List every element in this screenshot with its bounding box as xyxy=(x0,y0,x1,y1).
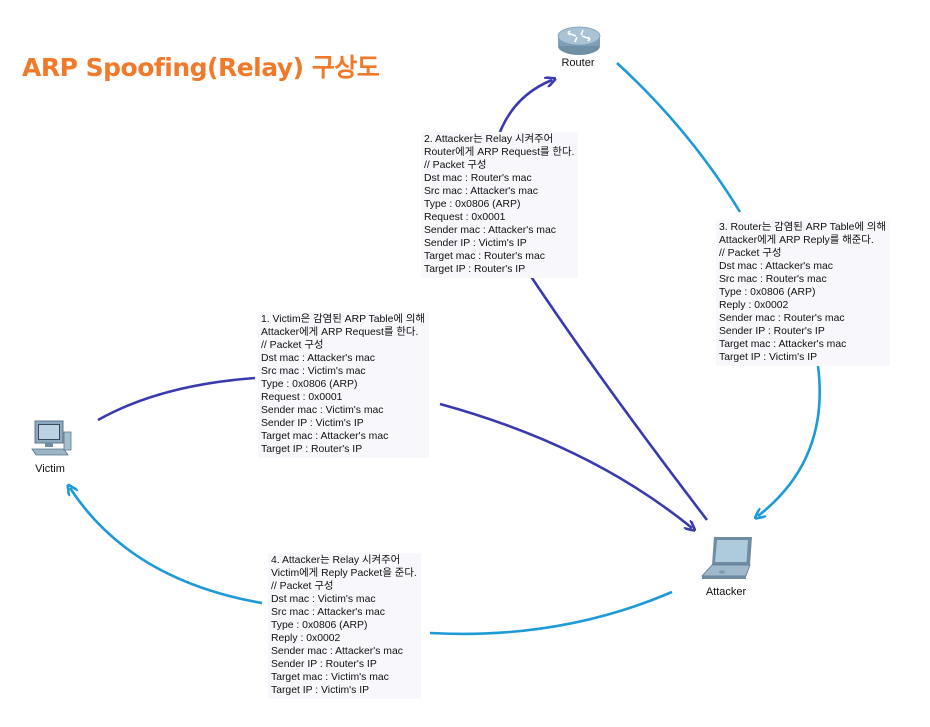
step-4-line: Target IP : Victim's IP xyxy=(271,685,370,696)
step-1-line: Attacker에게 ARP Request를 한다. xyxy=(261,327,419,338)
arrow-victim-to-box1 xyxy=(97,376,256,422)
step-4-line: Dst mac : Victim's mac xyxy=(271,594,376,605)
step-3-line: Target mac : Attacker's mac xyxy=(719,339,847,350)
step-1-line: Type : 0x0806 (ARP) xyxy=(261,379,358,390)
desktop-computer-icon[interactable] xyxy=(30,418,74,462)
arrow-router-to-box3 xyxy=(616,62,742,213)
router-icon[interactable] xyxy=(556,24,602,58)
step-2-line: Type : 0x0806 (ARP) xyxy=(424,199,521,210)
step-3-line: Dst mac : Attacker's mac xyxy=(719,261,833,272)
step-2-line: Sender mac : Attacker's mac xyxy=(424,225,556,236)
arrow-attacker-to-box2 xyxy=(528,274,709,521)
step-3-line: Type : 0x0806 (ARP) xyxy=(719,287,816,298)
step-2-line: Target IP : Router's IP xyxy=(424,264,526,275)
step-1-line: Dst mac : Attacker's mac xyxy=(261,353,375,364)
step-3-line: Sender mac : Router's mac xyxy=(719,313,845,324)
step-2-box: 2. Attacker는 Relay 시켜주어 Router에게 ARP Req… xyxy=(421,132,579,278)
step-2-line: Sender IP : Victim's IP xyxy=(424,238,527,249)
step-4-line: Reply : 0x0002 xyxy=(271,633,341,644)
step-3-line: 3. Router는 감염된 ARP Table에 의해 xyxy=(719,222,887,233)
step-4-line: Type : 0x0806 (ARP) xyxy=(271,620,368,631)
step-4-line: 4. Attacker는 Relay 시켜주어 xyxy=(271,555,401,566)
step-4-line: Sender IP : Router's IP xyxy=(271,659,377,670)
step-3-line: Attacker에게 ARP Reply를 해준다. xyxy=(719,235,874,246)
step-4-line: Src mac : Attacker's mac xyxy=(271,607,385,618)
step-1-line: Target mac : Attacker's mac xyxy=(261,431,389,442)
arrow-box4-to-victim xyxy=(70,488,263,605)
step-1-line: Sender mac : Victim's mac xyxy=(261,405,384,416)
step-4-line: // Packet 구성 xyxy=(271,581,334,592)
step-2-line: // Packet 구성 xyxy=(424,160,487,171)
step-1-line: 1. Victim은 감염된 ARP Table에 의해 xyxy=(261,314,425,325)
attacker-label: Attacker xyxy=(705,586,747,598)
step-4-line: Target mac : Victim's mac xyxy=(271,672,389,683)
step-1-line: Target IP : Router's IP xyxy=(261,444,363,455)
step-3-box: 3. Router는 감염된 ARP Table에 의해 Attacker에게 … xyxy=(716,220,891,366)
step-2-line: Target mac : Router's mac xyxy=(424,251,545,262)
step-1-box: 1. Victim은 감염된 ARP Table에 의해 Attacker에게 … xyxy=(258,312,429,458)
arrow-box1-to-attacker xyxy=(439,402,692,528)
step-1-line: Sender IP : Victim's IP xyxy=(261,418,364,429)
step-2-line: Src mac : Attacker's mac xyxy=(424,186,538,197)
laptop-icon[interactable] xyxy=(700,534,756,582)
page-title: ARP Spoofing(Relay) 구상도 xyxy=(22,53,380,82)
arrow-box3-to-attacker xyxy=(758,365,822,516)
step-2-line: Router에게 ARP Request를 한다. xyxy=(424,147,575,158)
victim-label: Victim xyxy=(35,463,65,475)
step-4-line: Sender mac : Attacker's mac xyxy=(271,646,403,657)
step-3-line: Sender IP : Router's IP xyxy=(719,326,825,337)
step-2-line: Request : 0x0001 xyxy=(424,212,506,223)
step-3-line: Src mac : Router's mac xyxy=(719,274,827,285)
step-4-line: Victim에게 Reply Packet을 준다. xyxy=(271,568,417,579)
step-2-line: Dst mac : Router's mac xyxy=(424,173,532,184)
step-3-line: Target IP : Victim's IP xyxy=(719,352,818,363)
arrow-attacker-to-box4 xyxy=(429,590,673,636)
step-3-line: // Packet 구성 xyxy=(719,248,782,259)
step-3-line: Reply : 0x0002 xyxy=(719,300,789,311)
step-2-line: 2. Attacker는 Relay 시켜주어 xyxy=(424,134,554,145)
step-4-box: 4. Attacker는 Relay 시켜주어 Victim에게 Reply P… xyxy=(268,553,421,699)
step-1-line: Request : 0x0001 xyxy=(261,392,343,403)
step-1-line: Src mac : Victim's mac xyxy=(261,366,366,377)
step-1-line: // Packet 구성 xyxy=(261,340,324,351)
router-label: Router xyxy=(561,57,595,69)
arrow-box2-to-router xyxy=(498,80,552,133)
